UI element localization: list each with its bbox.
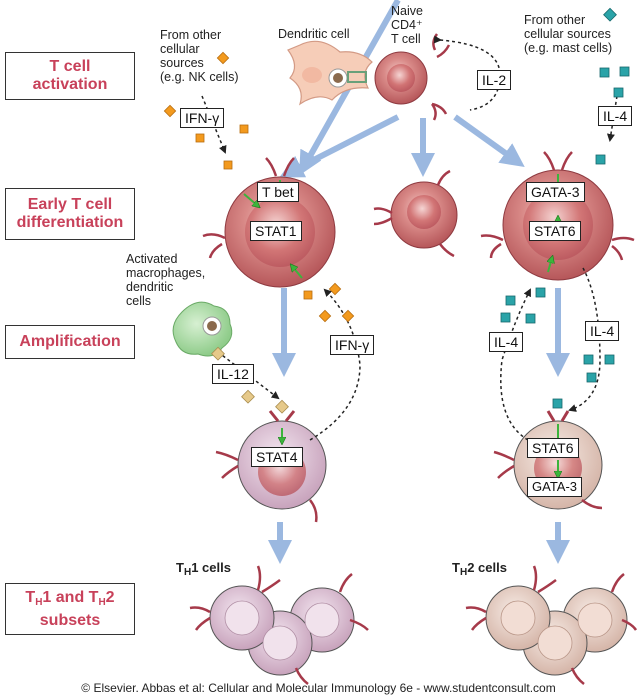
il4-box-left: IL-4 <box>489 332 524 352</box>
macrophage-source-label: Activated macrophages, dendritic cells <box>126 252 206 308</box>
ifn-gamma-ligands <box>163 51 355 323</box>
il4-box-top: IL-4 <box>598 106 633 126</box>
th2-cell-cluster <box>465 565 637 685</box>
tbet-box: T bet <box>257 182 299 202</box>
stage-t-cell-activation: T cell activation <box>5 52 135 100</box>
il12-ligands <box>211 346 289 414</box>
il4-source-path <box>606 95 618 142</box>
dendritic-cell <box>287 40 373 106</box>
flow-arrow-to-th2 <box>453 114 525 167</box>
mast-source-label: From other cellular sources (e.g. mast c… <box>524 13 613 55</box>
il2-loop-arrow <box>433 35 501 111</box>
stat6-box-amp: STAT6 <box>527 438 579 458</box>
stage-th1-th2-subsets: TH1 and TH2 subsets <box>5 583 135 635</box>
stat6-box-early: STAT6 <box>529 221 581 241</box>
gata3-box-early: GATA-3 <box>526 182 585 202</box>
macrophage <box>172 301 233 357</box>
stage-early-differentiation: Early T cell differentiation <box>5 188 135 240</box>
center-t-cell <box>373 169 458 258</box>
il4-box-right: IL-4 <box>585 321 620 341</box>
gata3-box-amp: GATA-3 <box>527 477 583 497</box>
dendritic-cell-label: Dendritic cell <box>278 27 350 41</box>
il4-left-loop <box>500 288 531 441</box>
naive-t-cell <box>374 33 451 121</box>
stage-amplification: Amplification <box>5 325 135 359</box>
th1-cells-label: TH1 cells <box>176 560 231 578</box>
ifn-gamma-box-amp: IFN-γ <box>330 335 375 355</box>
nk-source-label: From other cellular sources (e.g. NK cel… <box>160 28 239 84</box>
il4-right-loop <box>568 267 601 412</box>
ifn-gamma-box-top: IFN-γ <box>180 108 225 128</box>
flow-arrow-to-th1-path <box>279 114 400 178</box>
th2-cells-label: TH2 cells <box>452 560 507 578</box>
il12-box: IL-12 <box>212 364 254 384</box>
naive-cd4-label: Naive CD4⁺ T cell <box>391 4 423 46</box>
stat1-box: STAT1 <box>250 221 302 241</box>
stat4-box: STAT4 <box>251 447 303 467</box>
copyright-footer: © Elsevier. Abbas et al: Cellular and Mo… <box>81 681 556 695</box>
early-th2-cell <box>480 151 635 281</box>
th1-cell-cluster <box>189 565 369 685</box>
ifn-amp-loop <box>309 288 361 441</box>
il4-ligands <box>500 7 630 409</box>
il2-box: IL-2 <box>477 70 512 90</box>
